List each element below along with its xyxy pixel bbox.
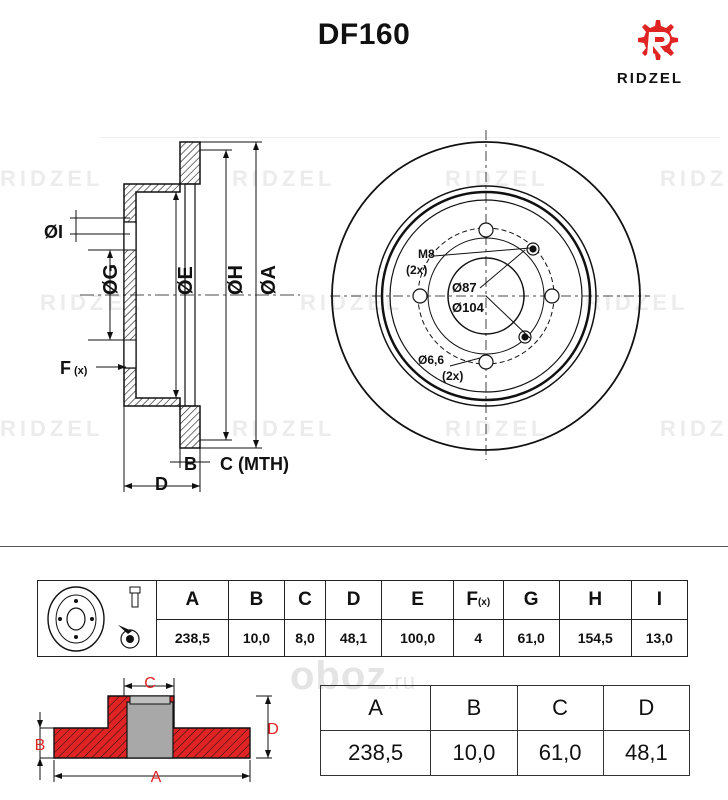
spec-header-g: G	[502, 580, 560, 620]
spec-value-i: 13,0	[630, 618, 689, 657]
label-d104: Ø104	[452, 300, 485, 315]
label-d: D	[155, 474, 168, 494]
label-dia-e: ØE	[175, 266, 197, 295]
label-m8-count: (2x)	[406, 263, 427, 277]
label-f-sub: (x)	[74, 365, 88, 377]
spec-value-c: 8,0	[284, 618, 326, 657]
spec-table-icon-cell	[37, 580, 157, 657]
watermark-text: RIDZEL	[0, 166, 104, 191]
section-label-d: D	[267, 721, 279, 738]
key-value-a: 238,5	[319, 730, 432, 776]
key-header-c: C	[516, 685, 604, 731]
spec-header-h: H	[558, 580, 632, 620]
watermark-text: RIDZEL	[660, 166, 728, 191]
section-label-a: A	[151, 769, 162, 786]
spec-header-e: E	[381, 580, 455, 620]
key-value-c: 61,0	[516, 730, 604, 776]
section-label-b: B	[35, 737, 46, 754]
brand-name: RIDZEL	[616, 70, 684, 87]
front-view-drawing: M8 (2x) Ø87 Ø104 Ø6,6 (2x)	[330, 130, 650, 460]
side-view-drawing: ØI ØG ØE ØH ØA F (x) B C (MTH) D	[44, 141, 300, 494]
spec-header-d: D	[324, 580, 383, 620]
spec-header-f-letter: F	[466, 588, 478, 610]
key-value-d: 48,1	[602, 730, 691, 776]
key-value-b: 10,0	[430, 730, 518, 776]
page-title: DF160	[317, 18, 411, 51]
label-dia-g: ØG	[100, 264, 122, 295]
section-divider	[0, 546, 728, 547]
spec-header-f: F(x)	[453, 580, 504, 620]
spec-value-a: 238,5	[156, 618, 229, 657]
spec-value-f: 4	[453, 618, 504, 657]
label-b: B	[184, 454, 197, 474]
spec-value-d: 48,1	[324, 618, 383, 657]
spec-header-a: A	[156, 580, 229, 620]
spec-header-i: I	[630, 580, 689, 620]
spec-value-b: 10,0	[227, 618, 286, 657]
key-header-a: A	[319, 685, 432, 731]
cross-section-drawing: C B D A	[35, 675, 279, 786]
watermark-text: RIDZEL	[660, 416, 728, 441]
spec-value-e: 100,0	[381, 618, 455, 657]
label-f: F	[60, 358, 71, 378]
label-d66: Ø6,6	[418, 353, 444, 367]
watermark-text: RIDZEL	[232, 416, 336, 441]
spec-value-h: 154,5	[558, 618, 632, 657]
ridzel-logo-icon	[638, 20, 678, 60]
spec-header-b: B	[227, 580, 286, 620]
watermark-text: RIDZEL	[40, 290, 144, 315]
watermark-text: RIDZEL	[0, 416, 104, 441]
key-header-d: D	[602, 685, 691, 731]
key-header-b: B	[430, 685, 518, 731]
disc-bolt-icon	[47, 586, 141, 652]
label-dia-h: ØH	[225, 265, 247, 295]
section-label-c: C	[144, 675, 156, 692]
label-d66-count: (2x)	[442, 369, 463, 383]
watermark-text: RIDZEL	[585, 290, 689, 315]
label-dia-i: ØI	[44, 222, 63, 242]
spec-header-c: C	[284, 580, 326, 620]
label-dia-a: ØA	[258, 265, 280, 295]
label-m8: M8	[418, 247, 435, 261]
label-d87: Ø87	[452, 280, 477, 295]
spec-header-f-suffix: (x)	[477, 596, 491, 608]
watermark-text: RIDZEL	[445, 416, 549, 441]
spec-table: A B C D E F(x) G H I 238,5 10,0 8,0 48,1…	[37, 580, 689, 657]
label-c-mth: C (MTH)	[220, 454, 289, 474]
top-divider	[100, 137, 720, 138]
watermark-text: RIDZEL	[232, 166, 336, 191]
spec-value-g: 61,0	[502, 618, 560, 657]
key-dimensions-table: A B C D 238,5 10,0 61,0 48,1	[319, 685, 691, 776]
